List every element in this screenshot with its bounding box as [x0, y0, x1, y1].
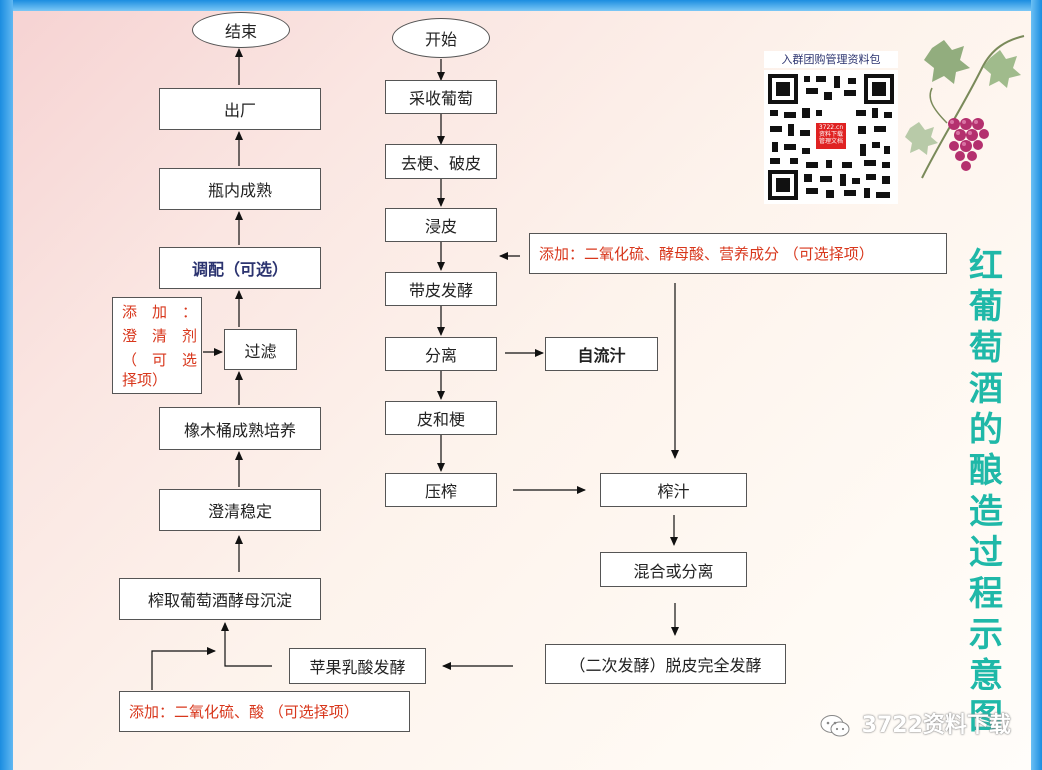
node-free-run-juice: 自流汁 — [545, 337, 658, 371]
node-skin-fermentation: 带皮发酵 — [385, 272, 497, 306]
node-press-juice: 榨汁 — [600, 473, 747, 507]
node-harvest: 采收葡萄 — [385, 80, 497, 114]
node-factory-out: 出厂 — [159, 88, 321, 130]
note-clarifier: 添 加 ： 澄 清 剂 （ 可 选 择项） — [112, 297, 202, 394]
node-destem-crush: 去梗、破皮 — [385, 144, 497, 179]
note-maceration-additives: 添加：二氧化硫、酵母酸、营养成分 （可选择项） — [529, 233, 947, 274]
arrow — [152, 651, 215, 690]
node-filtration: 过滤 — [224, 329, 297, 370]
node-clarify-stabilize: 澄清稳定 — [159, 489, 321, 531]
qr-center-line: 3722.cn — [816, 124, 846, 131]
qr-center-line: 管理文档 — [816, 138, 846, 145]
node-separation: 分离 — [385, 337, 497, 371]
node-maceration: 浸皮 — [385, 208, 497, 242]
note-clarifier-line: 澄 清 剂 — [122, 324, 201, 348]
qr-caption: 入群团购管理资料包 — [764, 51, 898, 68]
note-clarifier-line: 添 加 ： — [122, 300, 201, 324]
node-press: 压榨 — [385, 473, 497, 507]
note-clarifier-line: 择项） — [122, 372, 201, 388]
node-mix-or-separate: 混合或分离 — [600, 552, 747, 587]
qr-center-badge: 3722.cn 资料下载 管理文档 — [815, 122, 847, 150]
node-start: 开始 — [392, 18, 490, 58]
node-oak-aging: 橡木桶成熟培养 — [159, 407, 321, 450]
node-malolactic: 苹果乳酸发酵 — [289, 648, 426, 684]
note-clarifier-line: （ 可 选 — [122, 348, 201, 372]
wechat-icon — [820, 714, 850, 738]
node-end: 结束 — [192, 12, 290, 48]
node-rack-lees: 榨取葡萄酒酵母沉淀 — [119, 578, 321, 620]
node-bottle-aging: 瓶内成熟 — [159, 168, 321, 210]
arrow — [225, 623, 272, 666]
node-second-fermentation: （二次发酵）脱皮完全发酵 — [545, 644, 786, 684]
node-skins-stems: 皮和梗 — [385, 401, 497, 435]
qr-center-line: 资料下载 — [816, 131, 846, 138]
note-malolactic-additives: 添加：二氧化硫、酸 （可选择项） — [119, 691, 410, 732]
diagram-title: 红葡萄酒的酿造过程示意图 — [963, 246, 1009, 738]
node-blending: 调配（可选） — [159, 247, 321, 289]
watermark-text: 3722资料下载 — [862, 713, 1011, 738]
watermark: 3722资料下载 — [820, 708, 1020, 744]
